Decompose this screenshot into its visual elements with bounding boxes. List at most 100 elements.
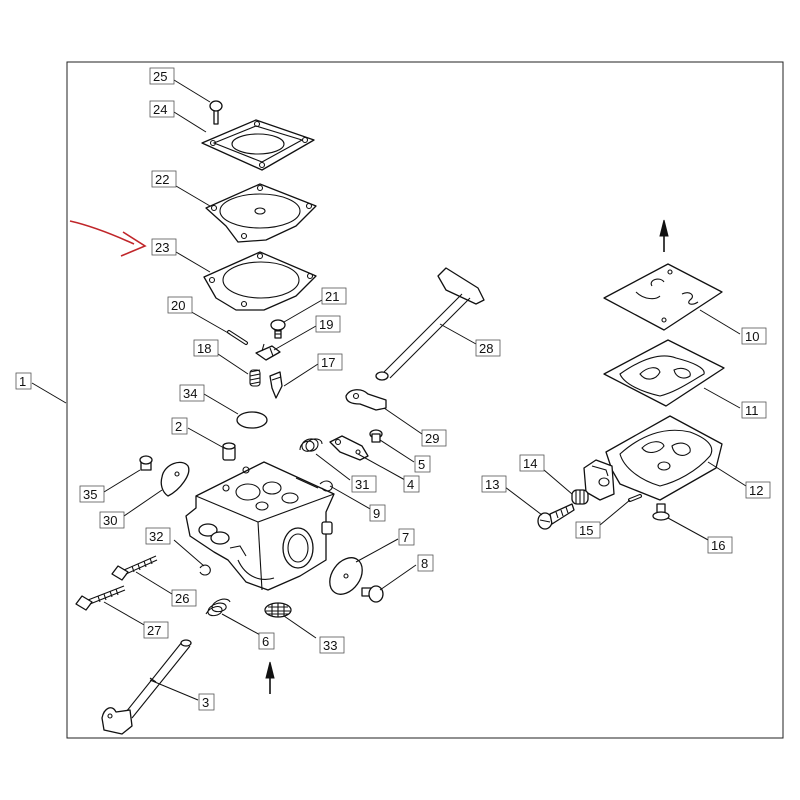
part-28-choke-shaft[interactable] xyxy=(375,267,485,381)
svg-text:3: 3 xyxy=(202,695,209,710)
callout-label-16: 16 xyxy=(707,536,733,554)
part-16-screw[interactable] xyxy=(652,503,670,521)
callout-label-17: 17 xyxy=(317,353,343,371)
part-19-metering-lever[interactable] xyxy=(255,343,281,361)
part-3-throttle-shaft[interactable] xyxy=(101,639,192,735)
up-arrow-icon xyxy=(265,661,275,694)
part-25-screw[interactable] xyxy=(209,100,223,125)
svg-text:30: 30 xyxy=(103,513,117,528)
callout-label-24: 24 xyxy=(149,100,175,118)
svg-text:28: 28 xyxy=(479,341,493,356)
callout-label-35: 35 xyxy=(79,485,105,503)
callout-label-28: 28 xyxy=(475,339,501,357)
red-curved-arrow-icon xyxy=(69,220,147,257)
callout-label-31: 31 xyxy=(351,475,377,493)
callout-label-34: 34 xyxy=(179,384,205,402)
part-11-pump-diaphragm[interactable] xyxy=(603,339,725,407)
callout-label-4: 4 xyxy=(403,475,420,493)
svg-text:15: 15 xyxy=(579,523,593,538)
svg-text:14: 14 xyxy=(523,456,537,471)
svg-text:16: 16 xyxy=(711,538,725,553)
leader-lines xyxy=(31,79,747,701)
part-13-screw[interactable] xyxy=(537,503,575,530)
part-30-choke-disk[interactable] xyxy=(160,461,190,497)
svg-text:2: 2 xyxy=(175,419,182,434)
callout-label-2: 2 xyxy=(171,417,188,435)
part-21-screw[interactable] xyxy=(270,319,286,339)
part-33-filter-screen[interactable] xyxy=(264,602,292,618)
callout-label-5: 5 xyxy=(414,455,431,473)
svg-text:1: 1 xyxy=(19,374,26,389)
callout-label-18: 18 xyxy=(193,339,219,357)
svg-text:9: 9 xyxy=(373,506,380,521)
svg-text:22: 22 xyxy=(155,172,169,187)
part-7-disk[interactable] xyxy=(323,552,369,601)
callout-label-30: 30 xyxy=(99,511,125,529)
part-31-spring[interactable] xyxy=(299,438,323,452)
part-9-e-clip[interactable] xyxy=(319,480,333,492)
part-2-plug[interactable] xyxy=(222,442,236,461)
callout-label-27: 27 xyxy=(143,621,169,639)
svg-text:13: 13 xyxy=(485,477,499,492)
svg-text:7: 7 xyxy=(402,530,409,545)
part-15-pin[interactable] xyxy=(628,494,642,502)
part-35-screw[interactable] xyxy=(139,455,153,471)
svg-text:34: 34 xyxy=(183,386,197,401)
part-32-clip[interactable] xyxy=(199,564,211,576)
svg-text:8: 8 xyxy=(421,556,428,571)
svg-text:27: 27 xyxy=(147,623,161,638)
callout-label-20: 20 xyxy=(167,296,193,314)
part-8-screw[interactable] xyxy=(361,585,384,603)
svg-text:21: 21 xyxy=(325,289,339,304)
svg-text:5: 5 xyxy=(418,457,425,472)
part-29-lever[interactable] xyxy=(345,389,387,411)
part-18-spring[interactable] xyxy=(249,369,261,387)
svg-text:33: 33 xyxy=(323,638,337,653)
svg-text:6: 6 xyxy=(262,634,269,649)
callout-label-14: 14 xyxy=(519,454,545,472)
part-26-adjusting-screw[interactable] xyxy=(111,555,158,581)
part-5-screw[interactable] xyxy=(369,429,383,443)
callout-label-8: 8 xyxy=(417,554,434,572)
part-23-gasket[interactable] xyxy=(203,251,317,311)
part-1-carburetor-body[interactable] xyxy=(185,461,335,591)
part-34-cap[interactable] xyxy=(236,411,268,429)
callout-label-7: 7 xyxy=(398,528,415,546)
callout-label-25: 25 xyxy=(149,67,175,85)
callout-label-12: 12 xyxy=(745,481,771,499)
svg-text:23: 23 xyxy=(155,240,169,255)
svg-text:19: 19 xyxy=(319,317,333,332)
callout-label-10: 10 xyxy=(741,327,767,345)
svg-text:26: 26 xyxy=(175,591,189,606)
part-10-gasket[interactable] xyxy=(603,263,723,331)
part-24-diaphragm-cover[interactable] xyxy=(201,119,315,171)
svg-text:35: 35 xyxy=(83,487,97,502)
callout-label-29: 29 xyxy=(421,429,447,447)
callout-label-9: 9 xyxy=(369,504,386,522)
callout-label-15: 15 xyxy=(575,521,601,539)
callout-label-26: 26 xyxy=(171,589,197,607)
svg-text:24: 24 xyxy=(153,102,167,117)
svg-text:10: 10 xyxy=(745,329,759,344)
svg-text:18: 18 xyxy=(197,341,211,356)
callout-label-22: 22 xyxy=(151,170,177,188)
part-20-pin[interactable] xyxy=(227,330,248,345)
part-17-inlet-needle[interactable] xyxy=(269,371,283,399)
part-12-pump-cover[interactable] xyxy=(583,415,723,501)
svg-text:20: 20 xyxy=(171,298,185,313)
callout-label-32: 32 xyxy=(145,527,171,545)
callout-label-21: 21 xyxy=(321,287,347,305)
part-6-spring[interactable] xyxy=(205,598,231,617)
part-14-spring[interactable] xyxy=(571,489,589,505)
up-arrow-icon xyxy=(659,219,669,252)
svg-text:11: 11 xyxy=(745,403,759,418)
part-27-adjusting-screw[interactable] xyxy=(75,585,126,611)
svg-text:4: 4 xyxy=(407,477,414,492)
part-22-metering-diaphragm[interactable] xyxy=(205,183,317,243)
diagram-frame xyxy=(66,61,784,739)
callout-label-13: 13 xyxy=(481,475,507,493)
svg-text:12: 12 xyxy=(749,483,763,498)
svg-text:17: 17 xyxy=(321,355,335,370)
callout-label-6: 6 xyxy=(258,632,275,650)
svg-text:31: 31 xyxy=(355,477,369,492)
